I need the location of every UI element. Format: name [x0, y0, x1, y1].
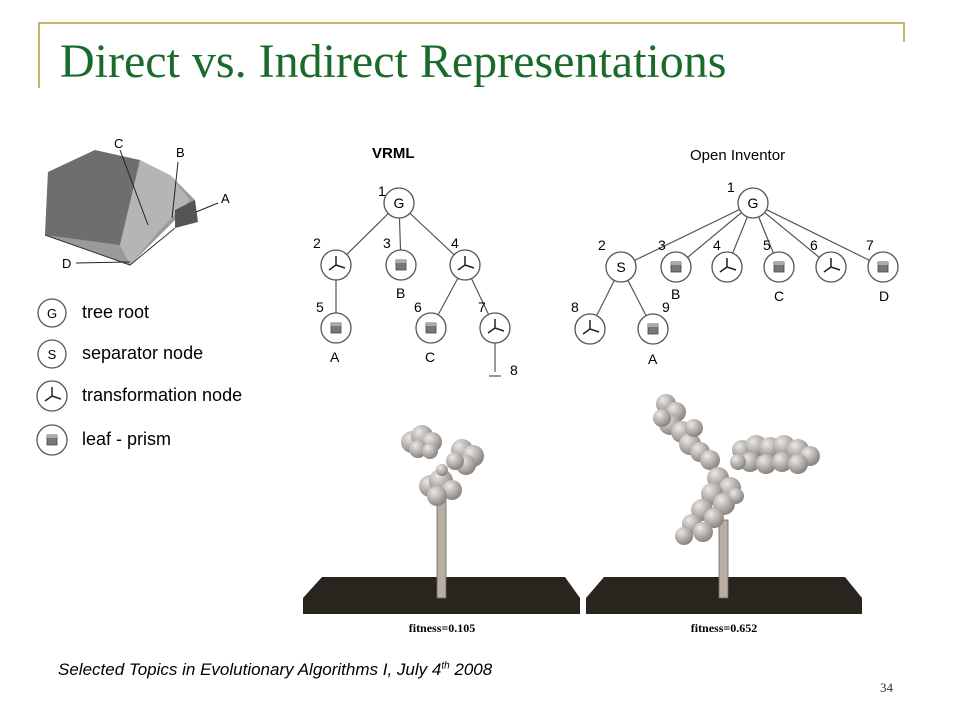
vrml-num-4: 4 [451, 235, 459, 251]
oi-node-4 [711, 251, 743, 283]
svg-text:G: G [394, 195, 405, 211]
vrml-leaf-c: C [425, 349, 435, 365]
legend-separator-icon: S [37, 339, 67, 369]
oi-num-5: 5 [763, 237, 771, 253]
page-number: 34 [880, 680, 893, 695]
frame-left-line [38, 22, 40, 88]
vrml-tree: VRML G 1 2 3 4 5 6 7 8 B A C [313, 145, 518, 378]
vrml-num-5: 5 [316, 299, 324, 315]
oi-leaf-b: B [671, 286, 680, 302]
frame-top-line [38, 22, 904, 24]
oi-node-3 [660, 251, 692, 283]
oi-num-4: 4 [713, 237, 721, 253]
vrml-node-6 [415, 312, 447, 344]
render-2-caption: fitness=0.652 [691, 621, 758, 635]
vrml-num-6: 6 [414, 299, 422, 315]
oi-leaf-d: D [879, 288, 889, 304]
oi-root-node: G [737, 187, 769, 219]
legend-label-root: tree root [82, 302, 149, 322]
legend-label-separator: separator node [82, 343, 203, 363]
oi-num-8: 8 [571, 299, 579, 315]
vrml-root-node: G [383, 187, 415, 219]
legend: G tree root S separator node transformat… [36, 298, 242, 456]
legend-label-leaf: leaf - prism [82, 429, 171, 449]
oi-num-6: 6 [810, 237, 818, 253]
open-inventor-tree: Open Inventor G S 1 2 3 [571, 147, 899, 367]
render-low-fitness: fitness=0.105 [303, 425, 580, 635]
svg-text:S: S [48, 347, 57, 362]
vrml-num-8: 8 [510, 362, 518, 378]
vrml-leaf-b: B [396, 285, 405, 301]
open-inventor-heading: Open Inventor [690, 147, 785, 164]
frame-right-line [903, 22, 905, 42]
oi-leaf-c: C [774, 288, 784, 304]
footer-text: Selected Topics in Evolutionary Algorith… [58, 660, 493, 679]
vrml-leaf-a: A [330, 349, 340, 365]
oi-leaf-a: A [648, 351, 658, 367]
render-high-fitness: fitness=0.652 [586, 394, 862, 635]
legend-transformation-icon [36, 380, 68, 412]
legend-label-transformation: transformation node [82, 385, 242, 405]
oi-node-5 [763, 251, 795, 283]
oi-node-8 [574, 313, 606, 345]
prism-label-c: C [114, 136, 123, 151]
legend-root-icon: G [37, 298, 67, 328]
vrml-node-2 [320, 249, 352, 281]
slide-title: Direct vs. Indirect Representations [60, 35, 727, 88]
vrml-num-1: 1 [378, 183, 386, 199]
vrml-node-4 [449, 249, 481, 281]
vrml-node-7 [479, 312, 511, 344]
vrml-num-3: 3 [383, 235, 391, 251]
vrml-heading: VRML [372, 145, 415, 162]
oi-num-9: 9 [662, 299, 670, 315]
vrml-node-3 [385, 249, 417, 281]
prism-label-d: D [62, 256, 71, 271]
vrml-num-7: 7 [478, 299, 486, 315]
prism-label-b: B [176, 145, 185, 160]
oi-node-6 [815, 251, 847, 283]
vrml-node-5 [320, 312, 352, 344]
svg-text:G: G [47, 306, 57, 321]
oi-num-1: 1 [727, 179, 735, 195]
prism-illustration: C B A D [44, 136, 230, 271]
oi-separator-node: S [605, 251, 637, 283]
oi-num-7: 7 [866, 237, 874, 253]
svg-text:G: G [748, 195, 759, 211]
svg-text:S: S [616, 259, 625, 275]
prism-label-a: A [221, 191, 230, 206]
oi-num-3: 3 [658, 237, 666, 253]
legend-leaf-icon [36, 424, 68, 456]
oi-node-7 [867, 251, 899, 283]
render-1-caption: fitness=0.105 [409, 621, 476, 635]
vrml-num-2: 2 [313, 235, 321, 251]
oi-num-2: 2 [598, 237, 606, 253]
oi-node-9 [637, 313, 669, 345]
